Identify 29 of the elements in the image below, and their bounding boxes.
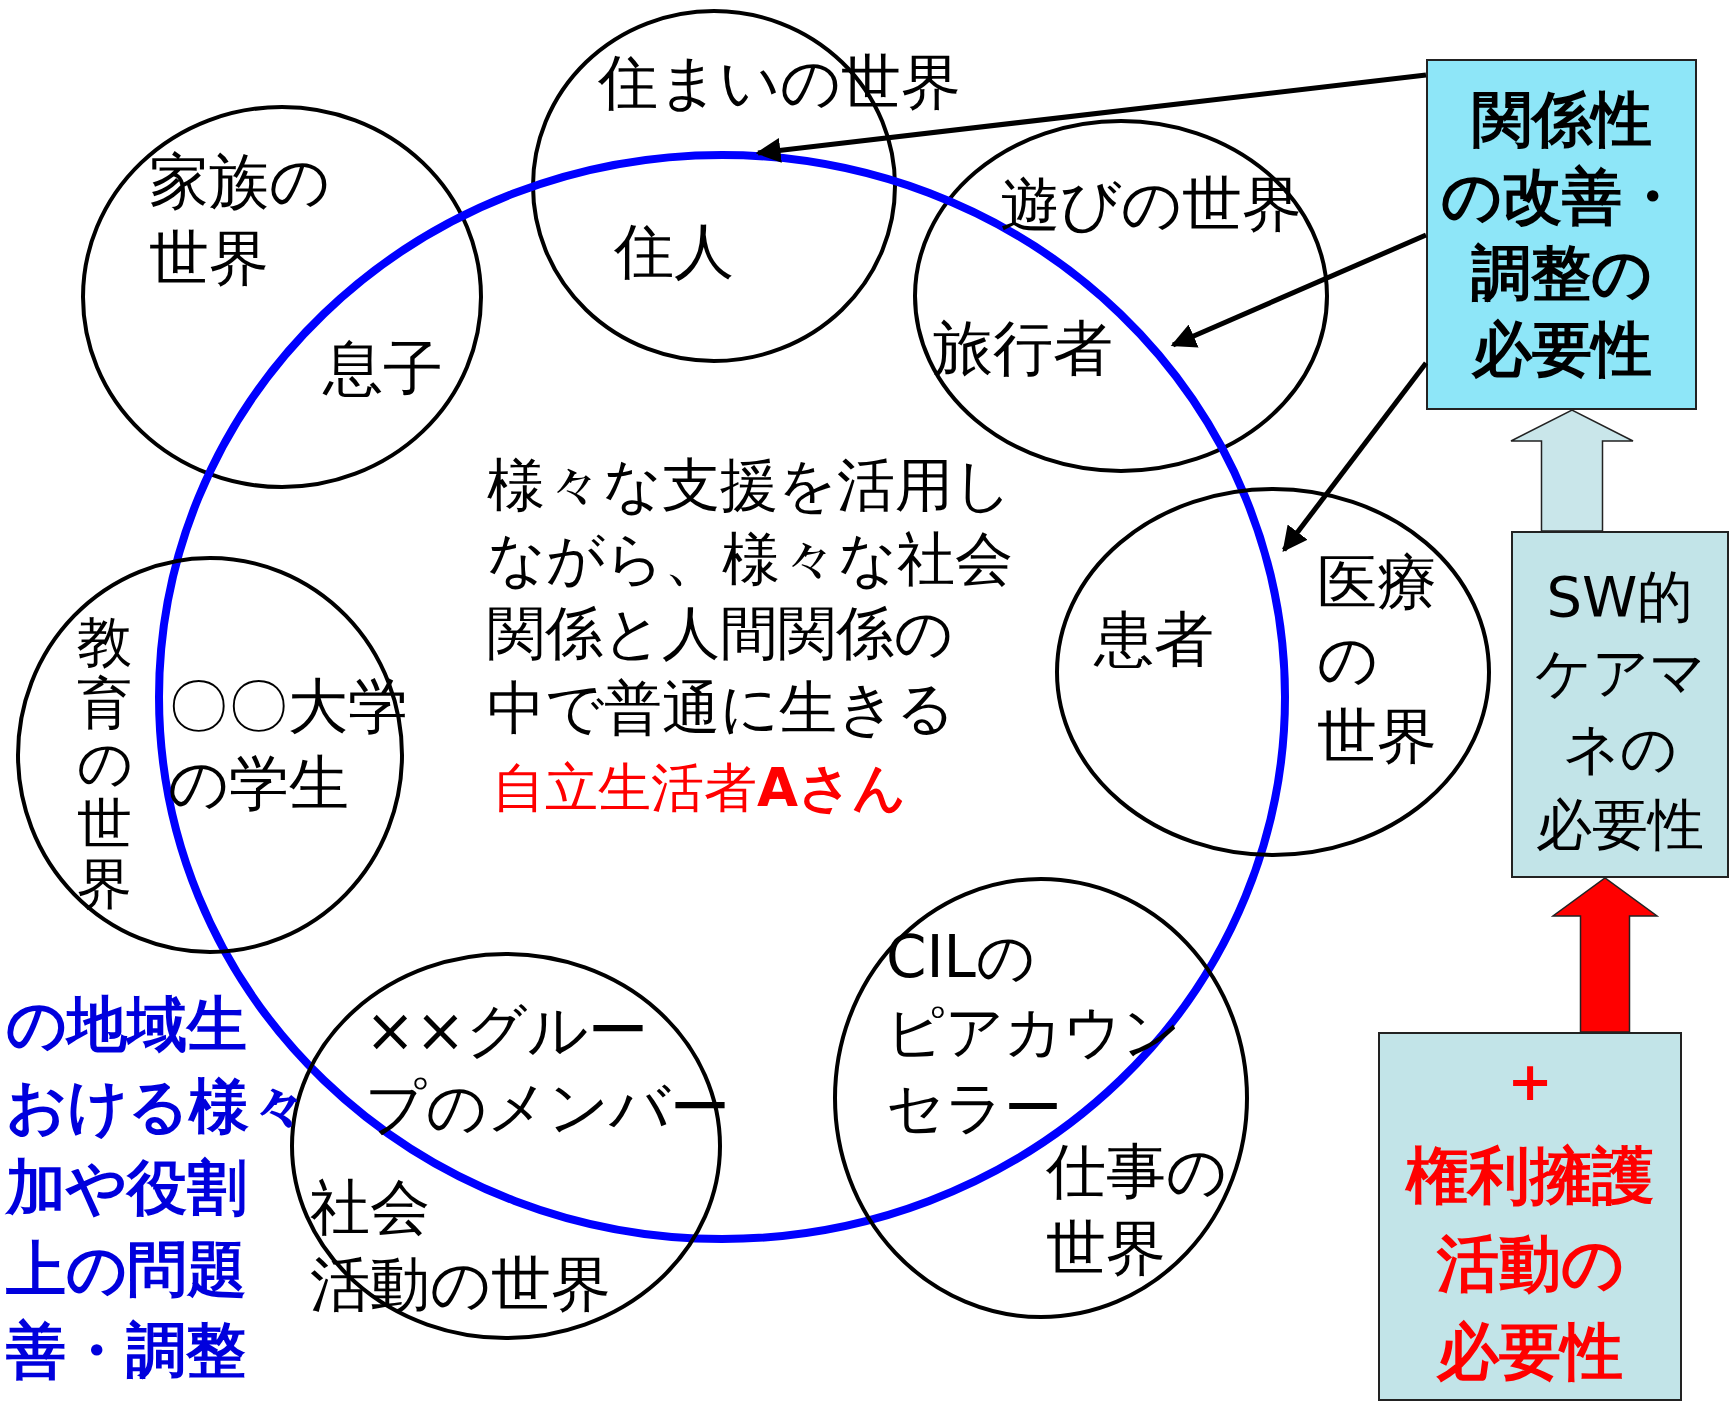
box-text: SW的ケアマネの必要性 [1533, 563, 1707, 860]
center-text: 様々な支援を活用しながら、様々な社会関係と人間関係の中で普通に生きる [487, 450, 1013, 744]
world-circle [833, 877, 1249, 1319]
role-label: 社会活動の世界 [310, 1171, 611, 1321]
box-text: ＋ [1498, 1044, 1562, 1116]
role-label: 医療の世界 [1317, 546, 1437, 773]
note-box [1426, 59, 1697, 410]
arrow [755, 72, 1427, 163]
world-circle [81, 105, 483, 489]
role-label: 息子 [323, 334, 443, 403]
world-circle [1055, 487, 1491, 857]
note-box [1378, 1032, 1682, 1401]
role-label: 仕事の世界 [1046, 1135, 1227, 1285]
arrow [1282, 361, 1428, 552]
note-box [1511, 531, 1729, 878]
world-label: 遊びの世界 [1000, 170, 1302, 239]
world-circle [16, 556, 404, 954]
block-arrow [1550, 877, 1660, 1033]
role-label: 住人 [614, 217, 734, 286]
box-text: 権利擁護活動の必要性 [1404, 1138, 1655, 1391]
world-label: 教育の世界 [77, 612, 132, 915]
role-label: 旅行者 [933, 314, 1113, 383]
note-text: の地域生おける様々加や役割上の問題善・調整 [6, 988, 309, 1388]
box-text: 関係性の改善・調整の必要性 [1440, 83, 1683, 387]
person-name: 自立生活者Aさん [492, 758, 907, 819]
world-label: 患者 [1094, 605, 1214, 674]
block-arrow [1510, 409, 1634, 532]
world-label: 家族の世界 [149, 145, 330, 295]
arrow [1170, 232, 1427, 348]
